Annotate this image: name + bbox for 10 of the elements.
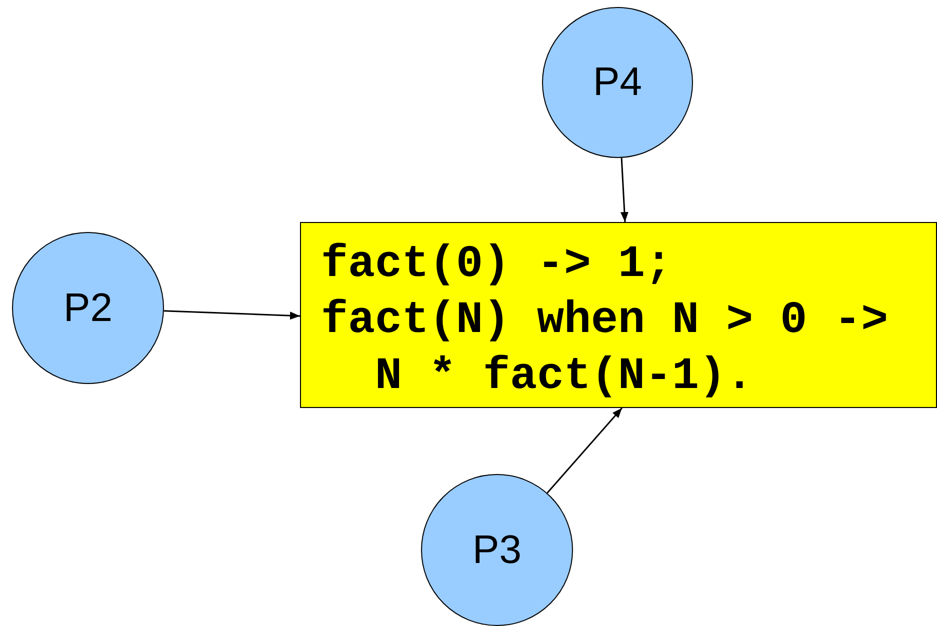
code-line: fact(0) -> 1;: [321, 238, 672, 292]
node-label: P2: [64, 286, 112, 330]
node-label: P4: [593, 60, 642, 105]
code-line: N * fact(N-1).: [374, 350, 754, 404]
code-box: [300, 222, 937, 408]
code-line: fact(N) when N > 0 ->: [321, 294, 888, 348]
arrow: [620, 158, 628, 222]
arrow: [546, 408, 623, 494]
node-label: P3: [472, 528, 522, 572]
arrow: [164, 310, 300, 320]
